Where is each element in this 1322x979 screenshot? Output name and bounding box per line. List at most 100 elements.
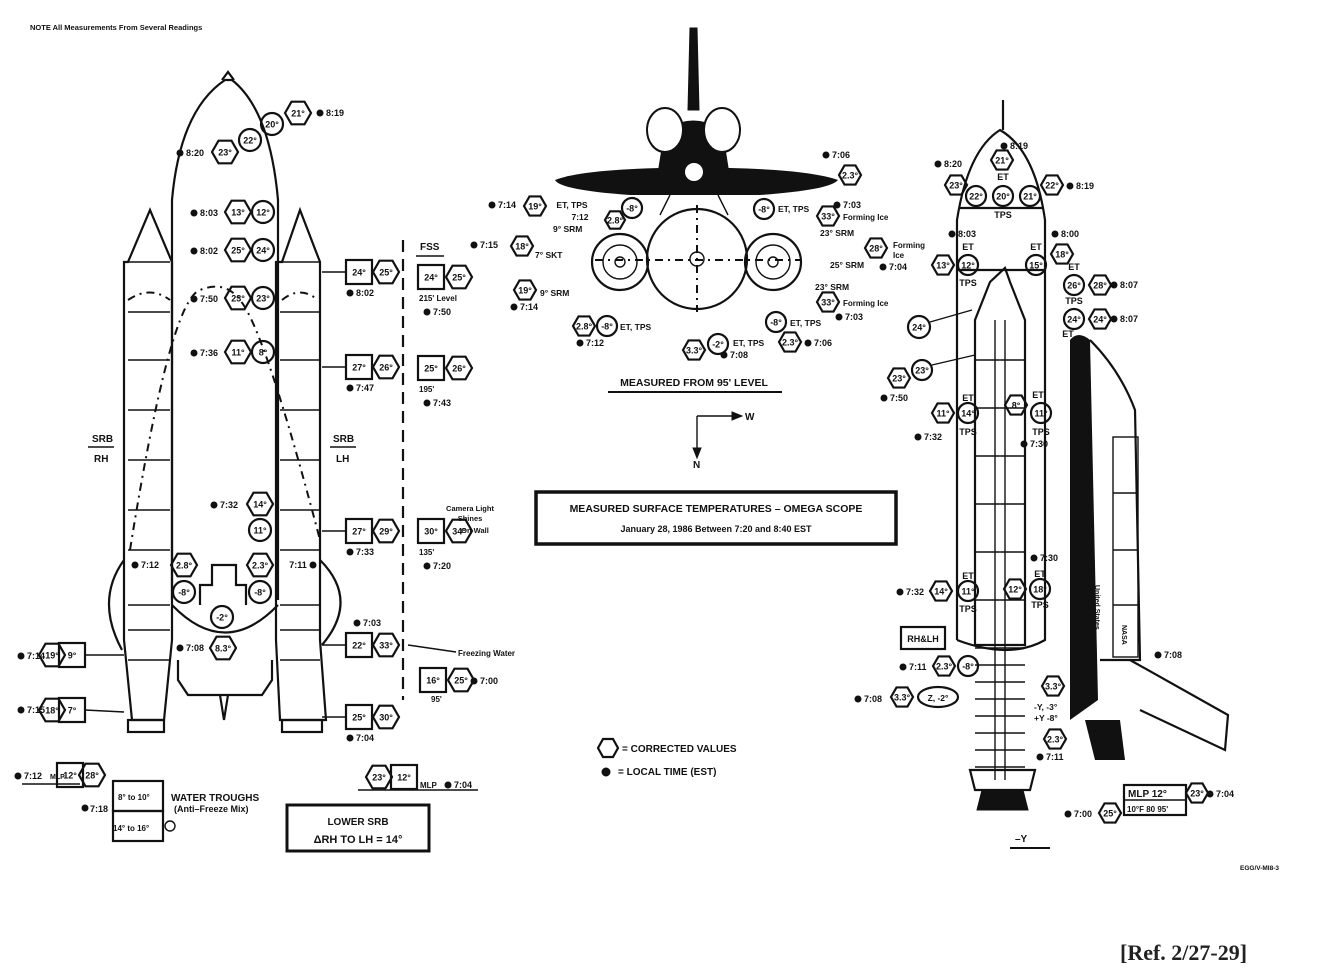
corrected-value: 28° [869,244,883,254]
corrected-value-hexagon [210,139,240,165]
measured-value-box [416,354,446,382]
local-time-dot-icon [934,160,942,168]
measured-value: 22° [243,136,257,146]
corrected-value: 34° [452,527,466,537]
local-time-dot-icon [1154,651,1162,659]
local-time-dot-icon [914,433,922,441]
local-time: 8:02 [200,246,218,256]
tail-fin [198,563,248,605]
measured-value-circle [956,253,980,277]
orbiter-aft [176,660,274,697]
local-time-dot-icon [17,652,25,660]
freezing-water-label: Freezing Water [458,649,515,658]
tail-fin-top [687,27,700,111]
measured-value-circle [964,184,988,208]
srm-label: 9° SRM [540,288,569,298]
corrected-value: 23° [218,148,232,158]
measured-value-circle [991,184,1015,208]
measured-value-circle [171,579,197,605]
top-view-caption: MEASURED FROM 95' LEVEL [620,377,768,389]
orbiter-wings [555,168,838,195]
measured-value-box [389,763,419,791]
measured-value-circle [1028,577,1052,601]
measured-value: 23° [256,294,270,304]
corrected-value-hexagon [777,331,803,353]
arrow-west-icon [731,411,744,421]
corrected-value: 26° [452,364,466,374]
local-time: 7:50 [890,393,908,403]
corrected-value-hexagon [371,518,401,544]
local-time-dot-icon [17,706,25,714]
camera-light-note: Shines [458,514,483,523]
local-time: 7:15 [27,705,45,715]
measured-value-circle [752,197,776,221]
left-fss-readings: 24°25°215' Level7:5025°26°195'7:4330°34°… [407,263,515,704]
corrected-value: 23° [892,374,906,384]
tail-spike [218,694,230,721]
lh-srb-nozzle [280,718,324,734]
corrected-value-hexagon [943,174,969,196]
local-time: 8:20 [944,159,962,169]
minus-y-label: –Y [1015,834,1028,845]
srm-label: 23° SRM [815,282,849,292]
local-time-dot-icon [190,209,198,217]
local-time: 8:07 [1120,314,1138,324]
local-time: 7:08 [864,694,882,704]
local-time: 7:32 [906,587,924,597]
measured-value: -8° [770,318,782,328]
corrected-value: 25° [379,268,393,278]
corrected-value-hexagon [815,291,841,313]
local-time-dot-icon [948,230,956,238]
measured-value: -8° [758,205,770,215]
title-box [534,490,898,546]
corrected-value-hexagon [371,354,401,380]
corrected-value-hexagon [283,100,313,126]
local-time-dot-icon [510,303,518,311]
measured-value: -2° [216,613,228,623]
measured-value: 20° [265,120,279,130]
local-time-dot-icon [1110,281,1118,289]
local-time: 7:15 [480,240,498,250]
local-time: 7:43 [433,398,451,408]
srm-label: 9° SRM [553,224,582,234]
local-time-dot-icon [470,241,478,249]
local-time: 8:19 [326,108,344,118]
measured-value: 22° [969,192,983,202]
local-time: 7:50 [200,294,218,304]
water-troughs-time: 7:18 [90,804,108,814]
legend: = CORRECTED VALUES = LOCAL TIME (EST) [596,737,737,778]
corrected-value-hexagon [169,552,199,578]
mlp-label: MLP [420,781,438,790]
measured-value: 30° [424,527,438,537]
measured-value-circle [956,579,980,603]
measured-value-circle [247,517,273,543]
forming-ice-label: Forming Ice [843,299,889,308]
tps-label: TPS [994,210,1012,220]
corrected-value-hexagon [512,279,538,301]
local-time-dot-icon [176,149,184,157]
water-troughs-subtitle: (Anti–Freeze Mix) [174,804,249,814]
corrected-value-hexagon [889,686,915,708]
corrected-value-hexagon [37,642,67,668]
lh-srb-outline [274,206,328,722]
local-time-dot-icon [346,734,354,742]
local-time-dot-icon [131,561,139,569]
corrected-value-hexagon [77,762,107,788]
srm-label: 23° SRM [820,228,854,238]
corrected-value: 22° [1045,181,1059,191]
local-time: 7:06 [814,338,832,348]
corrected-value: 3.3° [1045,682,1062,692]
local-time-dot-icon [1036,753,1044,761]
corrected-value: 18° [45,706,59,716]
measured-value-circle [706,332,730,356]
local-time: 7:11 [289,560,307,570]
tps-label: TPS [1065,296,1083,306]
corrected-value: 19° [528,202,542,212]
measured-value: 24° [256,246,270,256]
corrected-value: 29° [379,527,393,537]
corrected-value: 33° [821,298,835,308]
local-time: 7:08 [730,350,748,360]
corrected-value-hexagon [930,402,956,424]
corrected-value: 21° [291,109,305,119]
